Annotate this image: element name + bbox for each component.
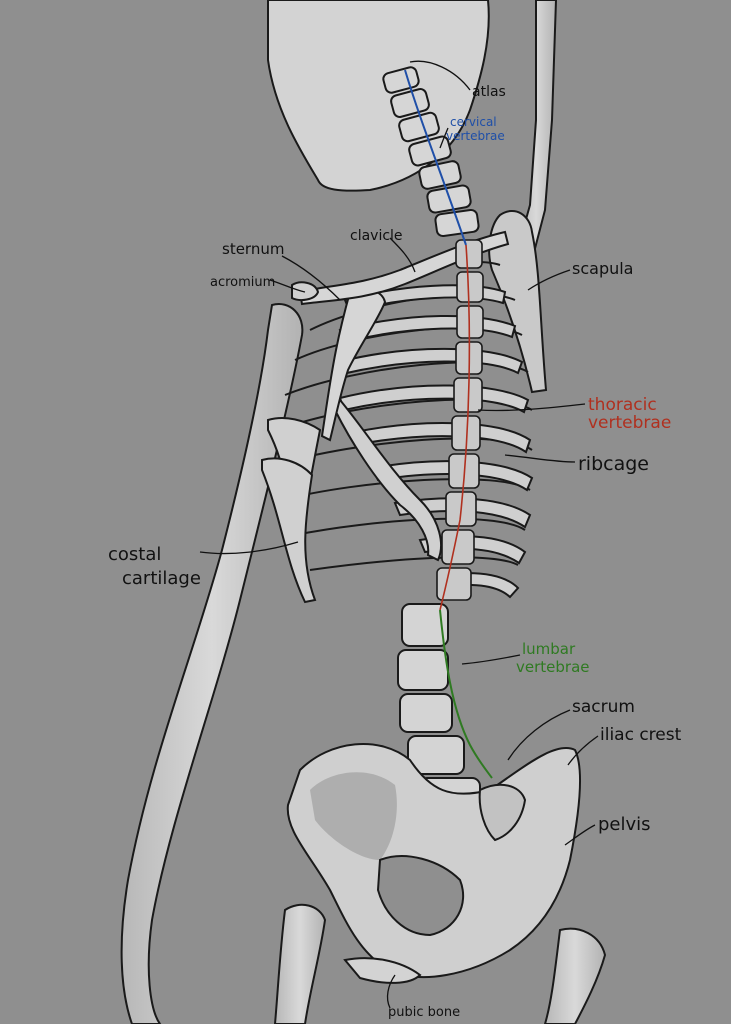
cervical-line <box>404 69 467 246</box>
near-humerus <box>120 303 304 1024</box>
lumbar-label-line1: lumbar <box>522 640 576 658</box>
cervical-label-line2: vertebrae <box>446 129 505 143</box>
ribcage-back <box>274 260 533 571</box>
pubic-bone <box>343 957 422 984</box>
lumbar-line <box>439 609 493 779</box>
clavicle-label: clavicle <box>350 228 403 244</box>
cervical-label-line1: cervical <box>450 115 497 129</box>
far-femur <box>543 927 607 1024</box>
sternum-label: sternum <box>222 240 284 258</box>
obturator-opening <box>376 855 465 937</box>
sacrum-label: sacrum <box>572 697 635 717</box>
lumbar-label-line2: vertebrae <box>516 658 590 676</box>
scapula <box>488 210 548 394</box>
atlas-label: atlas <box>472 84 506 100</box>
thoracic-label-line2: vertebrae <box>588 413 671 433</box>
costal-label-line2: cartilage <box>122 568 201 589</box>
acromium <box>291 281 320 301</box>
ribcage-label: ribcage <box>578 453 649 475</box>
pelvis-label: pelvis <box>598 814 651 835</box>
thoracic-vertebrae <box>436 239 484 601</box>
iliac-crest-label: iliac crest <box>600 725 682 745</box>
pelvis-shading <box>310 772 397 860</box>
thoracic-line <box>439 244 471 611</box>
pubic-bone-label: pubic bone <box>388 1005 460 1020</box>
acromium-label: acromium <box>210 275 275 290</box>
costal-label-line1: costal <box>108 544 161 565</box>
costal-cartilage-shape <box>261 398 442 604</box>
sternum <box>320 287 387 442</box>
cervical-vertebrae <box>382 66 480 238</box>
scapula-label: scapula <box>572 259 633 278</box>
thoracic-label-line1: thoracic <box>588 395 657 415</box>
near-femur <box>273 903 327 1024</box>
leader-lines <box>199 60 599 1009</box>
sacrum <box>478 783 527 842</box>
